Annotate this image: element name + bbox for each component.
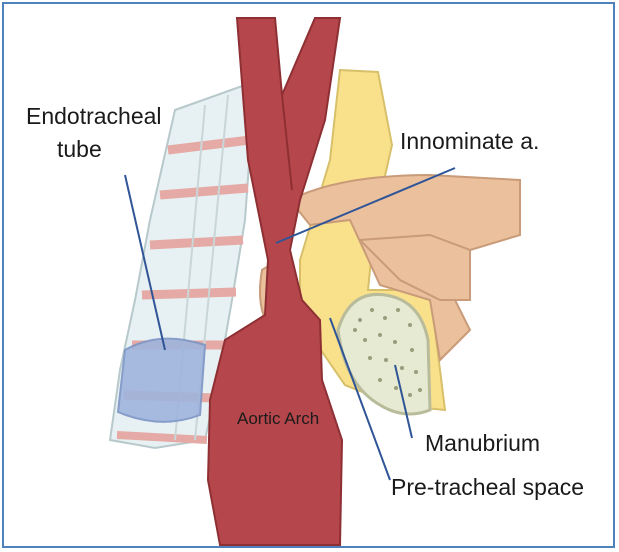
label-endotracheal-line2: tube — [57, 136, 102, 162]
label-endotracheal-line1: Endotracheal — [26, 103, 162, 129]
label-innominate: Innominate a. — [400, 128, 539, 154]
manubrium-bone — [338, 294, 430, 414]
label-manubrium: Manubrium — [425, 430, 540, 456]
label-pretracheal: Pre-tracheal space — [391, 474, 584, 500]
label-aortic-arch: Aortic Arch — [237, 409, 319, 429]
tube-cuff — [118, 339, 205, 422]
